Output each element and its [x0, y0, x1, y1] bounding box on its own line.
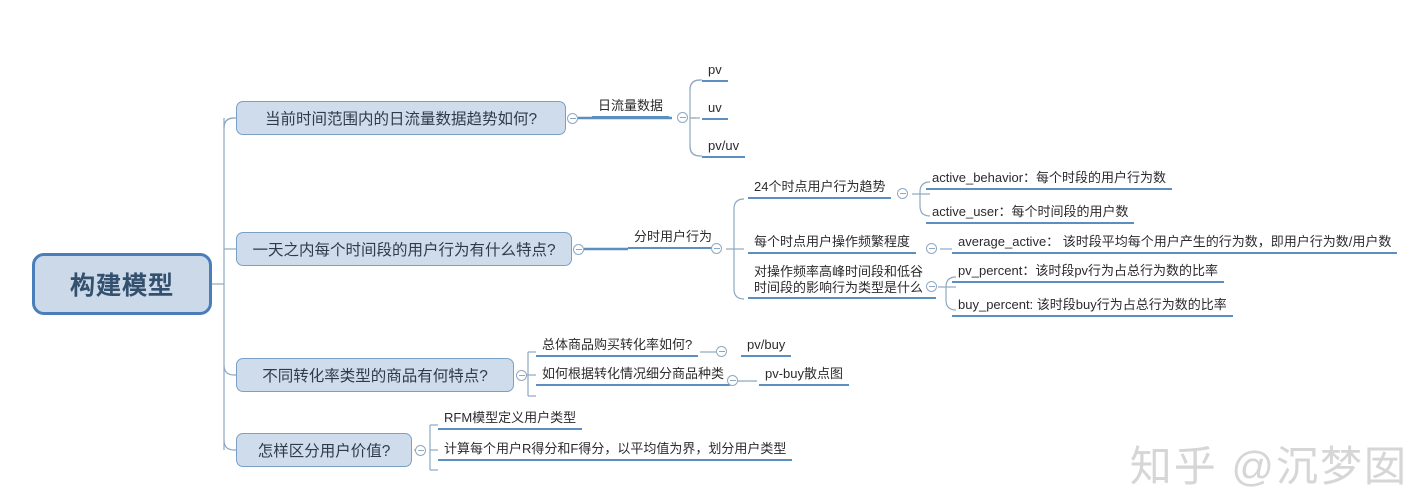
node-operation-frequency[interactable]: 每个时点用户操作频繁程度	[748, 233, 917, 254]
toggle-subdivide-categories[interactable]	[727, 375, 738, 386]
leaf-active-user[interactable]: active_user：每个时间段的用户数	[926, 203, 1135, 224]
branch-node-1[interactable]: 当前时间范围内的日流量数据趋势如何?	[236, 101, 566, 135]
leaf-pv-uv[interactable]: pv/uv	[702, 137, 746, 158]
node-label: 24个时点用户行为趋势	[754, 179, 886, 194]
node-label: buy_percent: 该时段buy行为占总行为数的比率	[958, 297, 1227, 312]
leaf-buy-percent[interactable]: buy_percent: 该时段buy行为占总行为数的比率	[952, 296, 1233, 317]
node-subdivide-categories[interactable]: 如何根据转化情况细分商品种类	[536, 365, 731, 386]
toggle-24h-trend[interactable]	[897, 188, 908, 199]
node-label: 总体商品购买转化率如何?	[542, 337, 693, 352]
toggle-branch-3[interactable]	[516, 370, 527, 381]
node-label: 如何根据转化情况细分商品种类	[542, 366, 725, 381]
branch-node-4[interactable]: 怎样区分用户价值?	[236, 433, 412, 467]
root-node[interactable]: 构建模型	[32, 253, 212, 315]
node-daily-traffic[interactable]: 日流量数据	[592, 97, 670, 118]
branch-label-1: 当前时间范围内的日流量数据趋势如何?	[264, 111, 538, 128]
toggle-operation-frequency[interactable]	[926, 243, 937, 254]
node-24h-trend[interactable]: 24个时点用户行为趋势	[748, 178, 892, 199]
node-label: active_user：每个时间段的用户数	[932, 204, 1129, 219]
leaf-pv[interactable]: pv	[702, 61, 728, 82]
branch-label-3: 不同转化率类型的商品有何特点?	[262, 368, 488, 385]
watermark: 知乎 @沉梦囡	[1129, 443, 1408, 490]
leaf-active-behavior[interactable]: active_behavior：每个时段的用户行为数	[926, 169, 1173, 190]
node-peak-valley-impact[interactable]: 对操作频率高峰时间段和低谷时间段的影响行为类型是什么	[748, 264, 936, 299]
toggle-peak-valley-impact[interactable]	[926, 281, 937, 292]
node-label: pv/uv	[708, 138, 740, 153]
node-overall-conversion[interactable]: 总体商品购买转化率如何?	[536, 336, 699, 357]
node-label: RFM模型定义用户类型	[444, 410, 577, 425]
node-label: pv/buy	[747, 337, 786, 352]
node-label: pv	[708, 62, 722, 77]
branch-label-2: 一天之内每个时间段的用户行为有什么特点?	[252, 242, 556, 259]
branch-node-2[interactable]: 一天之内每个时间段的用户行为有什么特点?	[236, 232, 572, 266]
node-label: pv-buy散点图	[765, 366, 844, 381]
node-rf-score[interactable]: 计算每个用户R得分和F得分，以平均值为界，划分用户类型	[438, 440, 793, 461]
node-label: uv	[708, 100, 722, 115]
node-label: 日流量数据	[598, 98, 664, 113]
branch-label-4: 怎样区分用户价值?	[257, 443, 391, 460]
node-label: active_behavior：每个时段的用户行为数	[932, 170, 1167, 185]
leaf-pv-percent[interactable]: pv_percent：该时段pv行为占总行为数的比率	[952, 262, 1225, 283]
toggle-branch-4[interactable]	[415, 445, 426, 456]
node-label: 分时用户行为	[634, 229, 713, 244]
toggle-branch-2[interactable]	[573, 244, 584, 255]
branch-node-3[interactable]: 不同转化率类型的商品有何特点?	[236, 358, 514, 392]
node-hourly-behavior[interactable]: 分时用户行为	[628, 228, 719, 249]
toggle-daily-traffic[interactable]	[677, 112, 688, 123]
node-label: 对操作频率高峰时间段和低谷时间段的影响行为类型是什么	[754, 264, 924, 295]
leaf-pv-buy[interactable]: pv/buy	[741, 336, 792, 357]
root-label: 构建模型	[69, 272, 174, 300]
node-rfm-model[interactable]: RFM模型定义用户类型	[438, 409, 583, 430]
leaf-pv-buy-scatter[interactable]: pv-buy散点图	[759, 365, 850, 386]
toggle-overall-conversion[interactable]	[716, 346, 727, 357]
toggle-branch-1[interactable]	[567, 113, 578, 124]
node-label: pv_percent：该时段pv行为占总行为数的比率	[958, 263, 1219, 278]
leaf-uv[interactable]: uv	[702, 99, 728, 120]
node-label: average_active： 该时段平均每个用户产生的行为数，即用户行为数/用…	[958, 234, 1392, 249]
toggle-hourly-behavior[interactable]	[711, 243, 722, 254]
node-label: 计算每个用户R得分和F得分，以平均值为界，划分用户类型	[444, 441, 787, 456]
leaf-average-active[interactable]: average_active： 该时段平均每个用户产生的行为数，即用户行为数/用…	[952, 233, 1398, 254]
node-label: 每个时点用户操作频繁程度	[754, 234, 911, 249]
